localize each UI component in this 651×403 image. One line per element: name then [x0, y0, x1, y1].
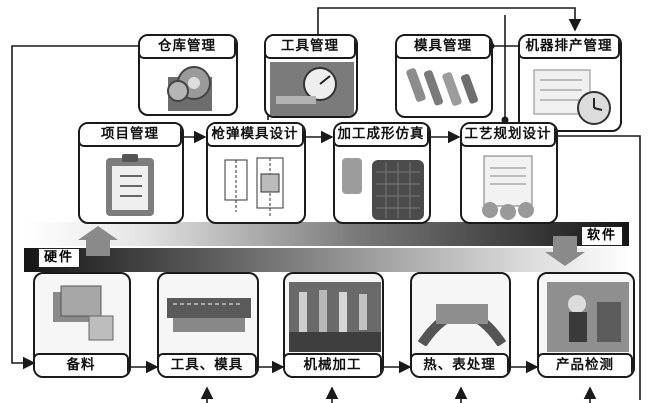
warehouse-title: 仓库管理	[140, 36, 236, 59]
hardware-to-software-arrow	[78, 226, 118, 256]
simulation-mesh-icon	[342, 158, 424, 220]
machining-box: 机械加工	[283, 272, 384, 378]
heat-box: 热、表处理	[410, 272, 511, 378]
hardware-band	[24, 248, 629, 272]
project-title: 项目管理	[80, 124, 182, 147]
process-right-line	[557, 135, 641, 400]
project-box: 项目管理	[78, 122, 184, 224]
design-title: 枪弹模具设计	[208, 124, 304, 147]
tooling-box: 工具管理	[264, 34, 358, 118]
mold-title: 模具管理	[397, 36, 491, 59]
warehouse-box: 仓库管理	[138, 34, 238, 116]
mold-box: 模具管理	[395, 34, 493, 118]
scheduling-box: 机器排产管理	[518, 34, 622, 132]
inspection-icon	[547, 282, 629, 352]
design-box: 枪弹模具设计	[206, 122, 306, 224]
process-title: 工艺规划设计	[462, 124, 556, 147]
inspection-title: 产品检测	[539, 353, 633, 376]
heat-title: 热、表处理	[412, 353, 509, 376]
heat-treatment-icon	[417, 304, 507, 346]
machining-title: 机械加工	[285, 353, 382, 376]
tool-mold-box: 工具、模具	[157, 272, 259, 378]
tooling-title: 工具管理	[266, 36, 356, 59]
software-label: 软件	[581, 226, 624, 246]
software-to-hardware-arrow	[545, 236, 585, 266]
tool-mold-title: 工具、模具	[159, 353, 257, 376]
schedule-clock-icon	[533, 69, 611, 125]
scheduling-title: 机器排产管理	[520, 36, 620, 59]
material-stock-icon	[53, 285, 114, 341]
checklist-icon	[482, 155, 534, 220]
process-box: 工艺规划设计	[460, 122, 558, 224]
inspection-box: 产品检测	[537, 272, 635, 378]
software-band	[24, 222, 629, 246]
cad-drawing-icon	[224, 157, 284, 216]
material-box: 备料	[33, 272, 131, 378]
warehouse-to-material	[11, 45, 140, 370]
machining-icon	[289, 282, 381, 352]
molds-icon	[406, 68, 478, 106]
clipboard-icon	[106, 154, 154, 216]
material-title: 备料	[35, 353, 129, 376]
sim-title: 加工成形仿真	[335, 124, 429, 147]
hardware-label: 硬件	[38, 248, 81, 268]
loop-to-scheduling	[317, 7, 582, 40]
gear-icon	[167, 66, 212, 111]
gauge-tool-icon	[270, 62, 354, 116]
sim-box: 加工成形仿真	[333, 122, 431, 224]
tool-machine-icon	[167, 298, 251, 332]
